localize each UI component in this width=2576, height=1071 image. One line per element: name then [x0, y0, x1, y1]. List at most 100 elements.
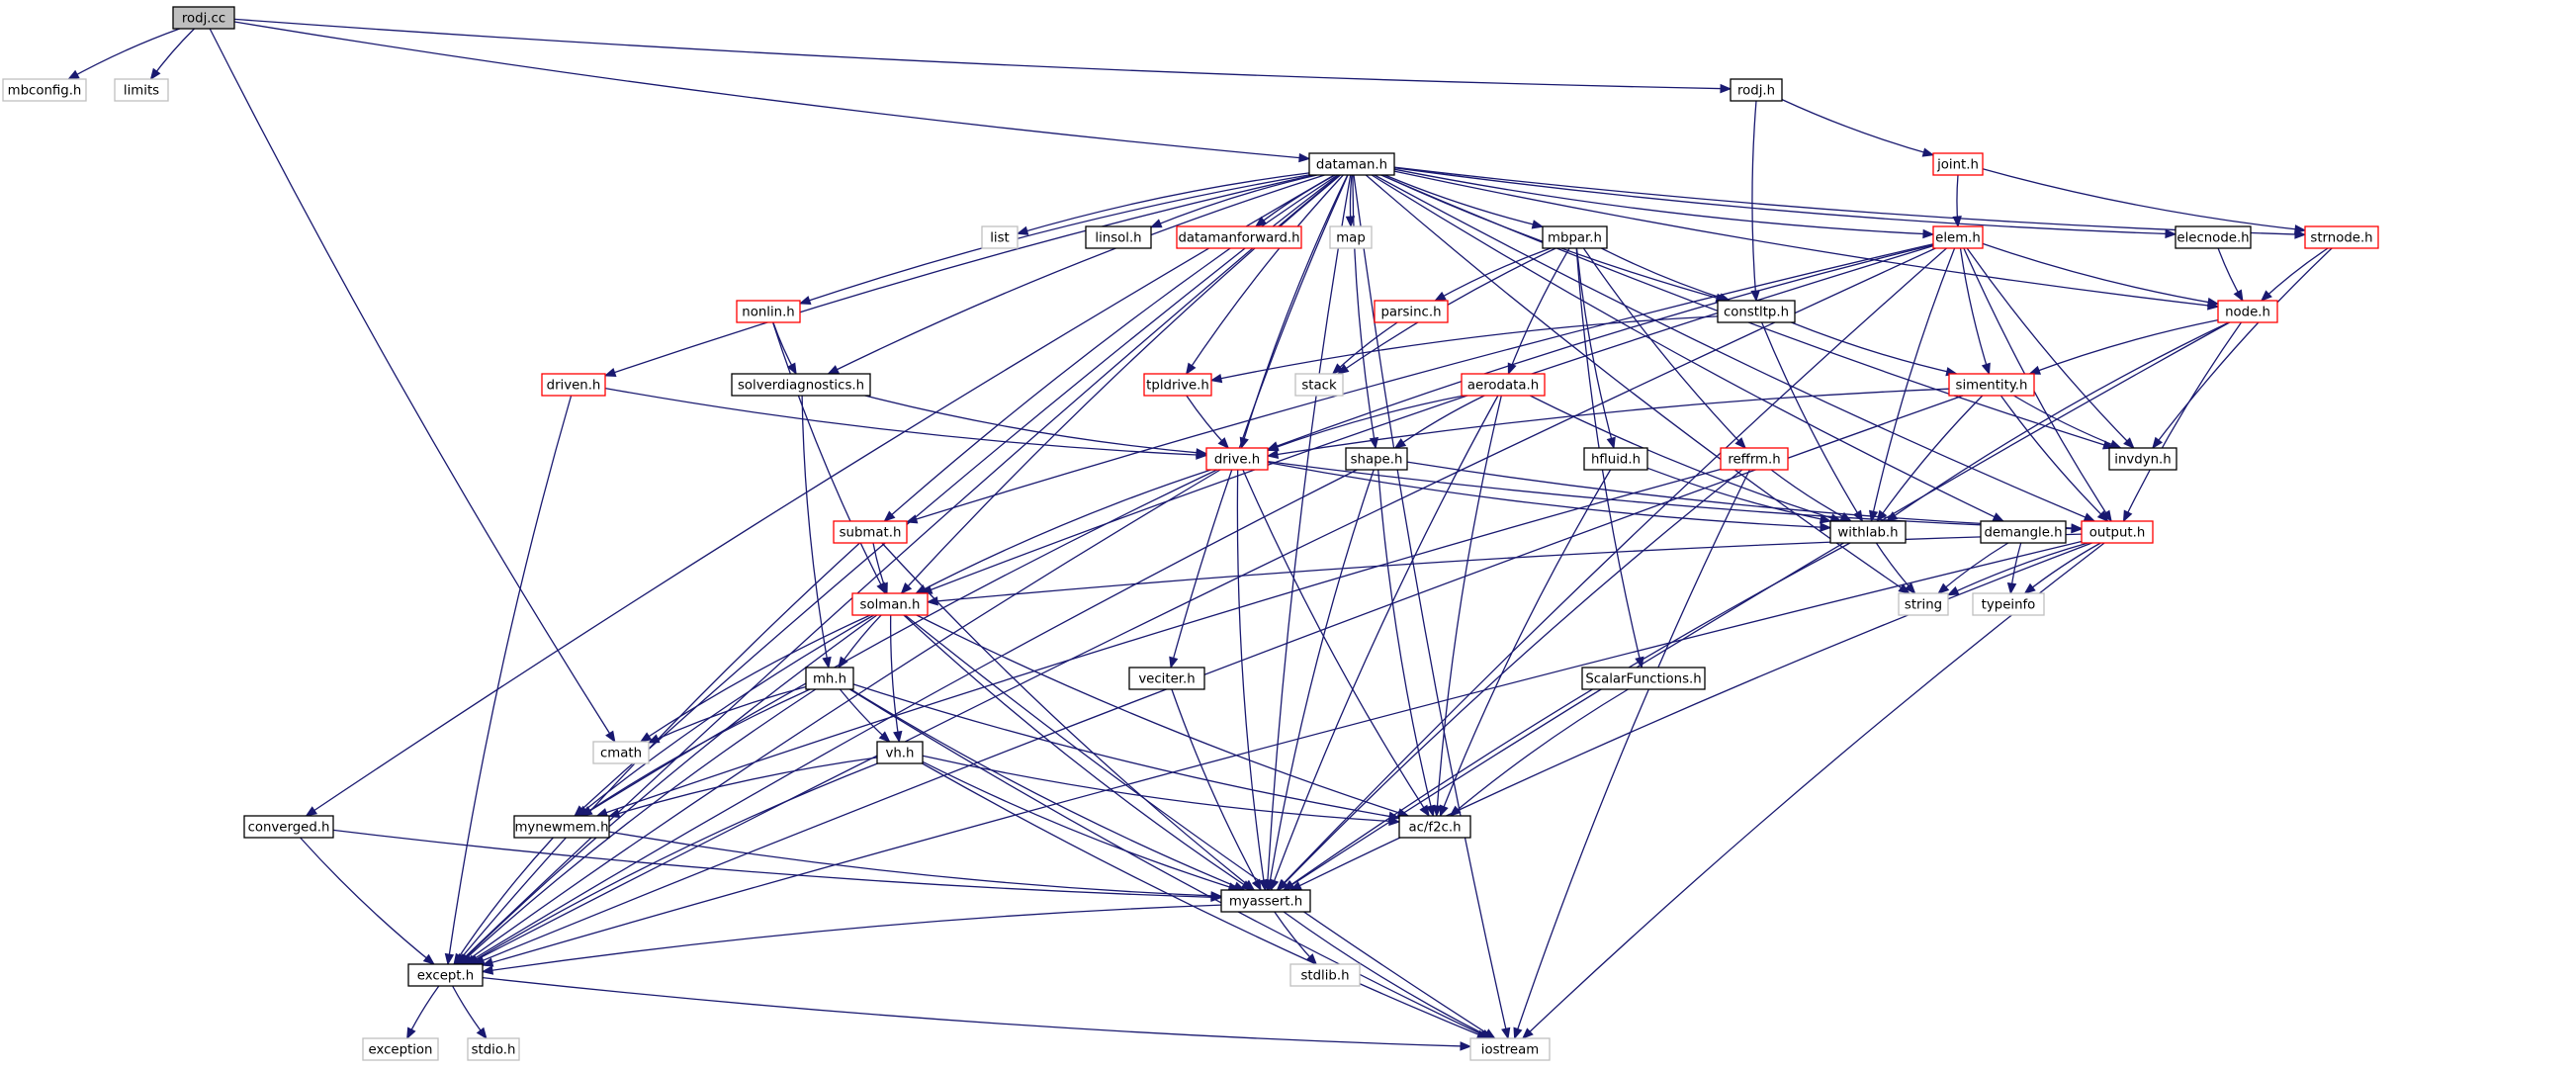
- node-box: [1398, 815, 1471, 839]
- node-label: typeinfo: [1982, 598, 2036, 613]
- edge-driven_h-to-drive_h: [604, 387, 1208, 460]
- node-mynewmem-h[interactable]: mynewmem.h: [513, 815, 610, 839]
- node-constltp-h[interactable]: constltp.h: [1717, 300, 1796, 323]
- edge-elem_h-to-invdyn_h: [1966, 247, 2135, 449]
- edge-node_h-to-output_h: [2122, 321, 2243, 523]
- edge-submat_h-to-solman_h: [872, 542, 888, 595]
- node-driven-h[interactable]: driven.h: [541, 373, 606, 397]
- node-invdyn-h[interactable]: invdyn.h: [2108, 447, 2177, 471]
- node-withlab-h[interactable]: withlab.h: [1829, 520, 1907, 544]
- edge-dataman_h-to-myassert_h: [1263, 174, 1352, 892]
- node-label: nonlin.h: [742, 306, 794, 320]
- edge-parsinc_h-to-stack: [1331, 321, 1398, 375]
- edge-solverdiagnostics_h-to-drive_h: [864, 395, 1208, 458]
- node-box: [1374, 300, 1449, 323]
- node-tpldrive-h[interactable]: tpldrive.h: [1143, 373, 1212, 397]
- node-map: map: [1329, 225, 1373, 249]
- node-label: rodj.cc: [182, 12, 225, 27]
- node-box: [114, 78, 169, 102]
- node-box: [1898, 592, 1949, 616]
- edge-driven_h-to-except_h: [444, 395, 573, 966]
- node-box: [1730, 78, 1783, 102]
- edge-nonlin_h-to-solverdiagnostics_h: [772, 321, 797, 376]
- node-except-h[interactable]: except.h: [407, 963, 484, 987]
- node-label: myassert.h: [1229, 895, 1302, 910]
- node-drive-h[interactable]: drive.h: [1205, 447, 1269, 471]
- node-nonlin-h[interactable]: nonlin.h: [736, 300, 801, 323]
- node-myassert-h[interactable]: myassert.h: [1220, 889, 1311, 913]
- node-label: elem.h: [1935, 231, 1981, 246]
- node-solverdiagnostics-h[interactable]: solverdiagnostics.h: [731, 373, 871, 397]
- node-vh-h[interactable]: vh.h: [876, 741, 924, 764]
- node-box: [513, 815, 610, 839]
- edge-mynewmem_h-to-except_h: [453, 837, 554, 966]
- node-mbpar-h[interactable]: mbpar.h: [1542, 225, 1608, 249]
- node-scalarfunctions-h[interactable]: ScalarFunctions.h: [1581, 667, 1706, 690]
- node-box: [1980, 520, 2067, 544]
- node-strnode-h[interactable]: strnode.h: [2304, 225, 2379, 249]
- node-shape-h[interactable]: shape.h: [1345, 447, 1408, 471]
- edge-aerodata_h-to-shape_h: [1393, 395, 1485, 449]
- node-solman-h[interactable]: solman.h: [851, 592, 929, 616]
- node-dataman-h[interactable]: dataman.h: [1308, 152, 1395, 176]
- edge-myassert_h-to-stdlib_h: [1274, 911, 1318, 965]
- node-box: [1294, 373, 1344, 397]
- dependency-edges: [67, 18, 2333, 1051]
- edge-rodj_cc-to-rodj_h: [233, 18, 1732, 94]
- node-converged-h[interactable]: converged.h: [243, 815, 334, 839]
- node-label: rodj.h: [1737, 84, 1775, 99]
- node-box: [2, 78, 87, 102]
- node-label: datamanforward.h: [1178, 231, 1299, 246]
- edge-simentity_h-to-drive_h: [1266, 388, 1950, 460]
- edge-vh_h-to-except_h: [466, 762, 878, 965]
- node-label: map: [1336, 231, 1366, 246]
- node-mh-h[interactable]: mh.h: [805, 667, 854, 690]
- node-label: elecnode.h: [2176, 231, 2249, 246]
- node-aerodata-h[interactable]: aerodata.h: [1461, 373, 1546, 397]
- node-box: [592, 741, 650, 764]
- edge-elem_h-to-submat_h: [905, 243, 1934, 524]
- node-box: [1345, 447, 1408, 471]
- node-box: [981, 225, 1019, 249]
- edge-strnode_h-to-invdyn_h: [2152, 247, 2333, 450]
- node-label: drive.h: [1214, 453, 1260, 468]
- node-string: string: [1898, 592, 1949, 616]
- node-demangle-h[interactable]: demangle.h: [1980, 520, 2067, 544]
- node-datamanforward-h[interactable]: datamanforward.h: [1176, 225, 1302, 249]
- node-linsol-h[interactable]: linsol.h: [1085, 225, 1152, 249]
- edge-constltp_h-to-withlab_h: [1760, 321, 1864, 523]
- node-ac-f2c-h[interactable]: ac/f2c.h: [1398, 815, 1471, 839]
- node-veciter-h[interactable]: veciter.h: [1128, 667, 1205, 690]
- node-box: [1461, 373, 1546, 397]
- node-label: ScalarFunctions.h: [1585, 672, 1701, 687]
- edge-solverdiagnostics_h-to-mh_h: [801, 395, 832, 669]
- node-node-h[interactable]: node.h: [2217, 300, 2278, 323]
- edge-rodj_h-to-joint_h: [1781, 99, 1935, 157]
- edge-mh_h-to-cmath: [647, 685, 807, 744]
- node-elecnode-h[interactable]: elecnode.h: [2175, 225, 2252, 249]
- node-output-h[interactable]: output.h: [2081, 520, 2154, 544]
- node-joint-h[interactable]: joint.h: [1932, 152, 1984, 176]
- node-hfluid-h[interactable]: hfluid.h: [1583, 447, 1648, 471]
- node-parsinc-h[interactable]: parsinc.h: [1374, 300, 1449, 323]
- edge-drive_h-to-myassert_h: [1236, 469, 1269, 892]
- node-label: node.h: [2225, 306, 2270, 320]
- node-reffrm-h[interactable]: reffrm.h: [1720, 447, 1789, 471]
- node-rodj-h[interactable]: rodj.h: [1730, 78, 1783, 102]
- node-rodj-cc[interactable]: rodj.cc: [172, 6, 235, 30]
- node-exception: exception: [362, 1037, 439, 1061]
- node-box: [805, 667, 854, 690]
- node-elem-h[interactable]: elem.h: [1932, 225, 1984, 249]
- edge-node_h-to-myassert_h: [1283, 321, 2231, 891]
- edge-aerodata_h-to-drive_h: [1266, 395, 1465, 452]
- node-box: [833, 520, 908, 544]
- edge-mh_h-to-mynewmem_h: [579, 688, 811, 817]
- edge-shape_h-to-myassert_h: [1265, 469, 1375, 892]
- node-label: parsinc.h: [1380, 306, 1441, 320]
- node-submat-h[interactable]: submat.h: [833, 520, 908, 544]
- edge-dataman_h-to-except_h: [456, 174, 1341, 965]
- node-label: dataman.h: [1316, 158, 1387, 173]
- node-label: tpldrive.h: [1146, 379, 1209, 394]
- node-box: [1469, 1037, 1551, 1061]
- node-simentity-h[interactable]: simentity.h: [1948, 373, 2035, 397]
